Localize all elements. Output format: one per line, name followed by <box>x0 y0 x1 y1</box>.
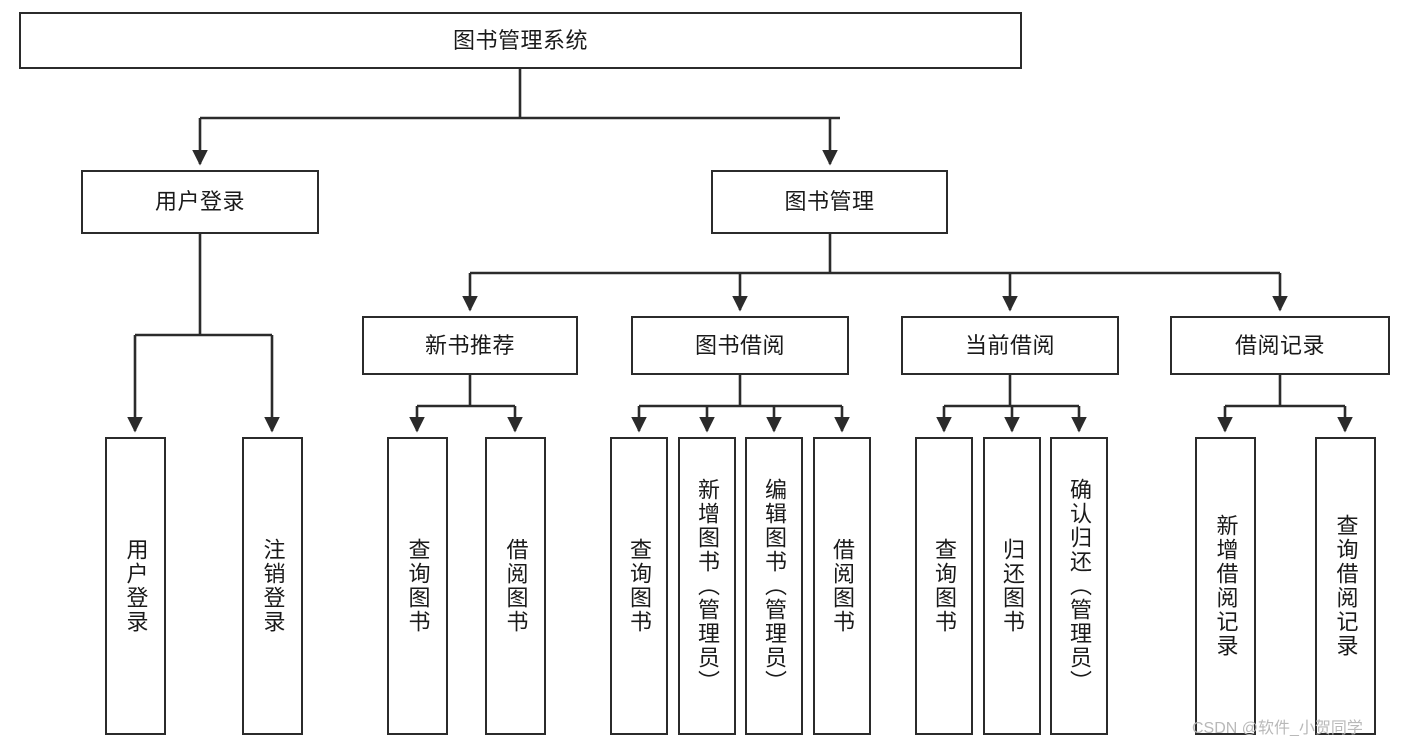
node-book-manage-label: 图书管理 <box>784 189 875 215</box>
node-user-login[interactable]: 用户登录 <box>81 170 319 234</box>
leaf-user-login-label: 用户登录 <box>123 538 149 634</box>
leaf-add-book[interactable]: 新增图书（管理员） <box>678 437 736 735</box>
leaf-add-book-label: 新增图书（管理员） <box>695 478 720 694</box>
leaf-borrow-book-1[interactable]: 借阅图书 <box>485 437 546 735</box>
leaf-confirm-return-label: 确认归还（管理员） <box>1067 478 1092 694</box>
node-root[interactable]: 图书管理系统 <box>19 12 1022 69</box>
node-current-borrow[interactable]: 当前借阅 <box>901 316 1119 375</box>
node-root-label: 图书管理系统 <box>452 27 588 53</box>
node-new-book-recommend-label: 新书推荐 <box>424 332 515 358</box>
leaf-add-record[interactable]: 新增借阅记录 <box>1195 437 1256 735</box>
leaf-query-book-1[interactable]: 查询图书 <box>387 437 448 735</box>
leaf-return-book-label: 归还图书 <box>1000 538 1025 634</box>
leaf-borrow-book-2-label: 借阅图书 <box>830 538 855 634</box>
node-borrow-record-label: 借阅记录 <box>1234 332 1325 358</box>
leaf-confirm-return[interactable]: 确认归还（管理员） <box>1050 437 1108 735</box>
leaf-logout-label: 注销登录 <box>260 538 286 634</box>
leaf-query-record-label: 查询借阅记录 <box>1333 514 1359 658</box>
leaf-query-book-2-label: 查询图书 <box>627 538 652 634</box>
node-book-manage[interactable]: 图书管理 <box>711 170 948 234</box>
node-book-borrow-label: 图书借阅 <box>694 332 785 358</box>
leaf-return-book[interactable]: 归还图书 <box>983 437 1041 735</box>
leaf-edit-book-label: 编辑图书（管理员） <box>762 478 787 694</box>
leaf-query-record[interactable]: 查询借阅记录 <box>1315 437 1376 735</box>
leaf-query-book-3-label: 查询图书 <box>932 538 957 634</box>
leaf-edit-book[interactable]: 编辑图书（管理员） <box>745 437 803 735</box>
node-user-login-label: 用户登录 <box>154 189 245 215</box>
leaf-logout[interactable]: 注销登录 <box>242 437 303 735</box>
node-current-borrow-label: 当前借阅 <box>964 332 1055 358</box>
leaf-query-book-3[interactable]: 查询图书 <box>915 437 973 735</box>
leaf-borrow-book-1-label: 借阅图书 <box>503 538 529 634</box>
leaf-add-record-label: 新增借阅记录 <box>1213 514 1239 658</box>
leaf-query-book-1-label: 查询图书 <box>405 538 431 634</box>
node-new-book-recommend[interactable]: 新书推荐 <box>362 316 578 375</box>
node-borrow-record[interactable]: 借阅记录 <box>1170 316 1390 375</box>
node-book-borrow[interactable]: 图书借阅 <box>631 316 849 375</box>
leaf-user-login[interactable]: 用户登录 <box>105 437 166 735</box>
leaf-query-book-2[interactable]: 查询图书 <box>610 437 668 735</box>
leaf-borrow-book-2[interactable]: 借阅图书 <box>813 437 871 735</box>
